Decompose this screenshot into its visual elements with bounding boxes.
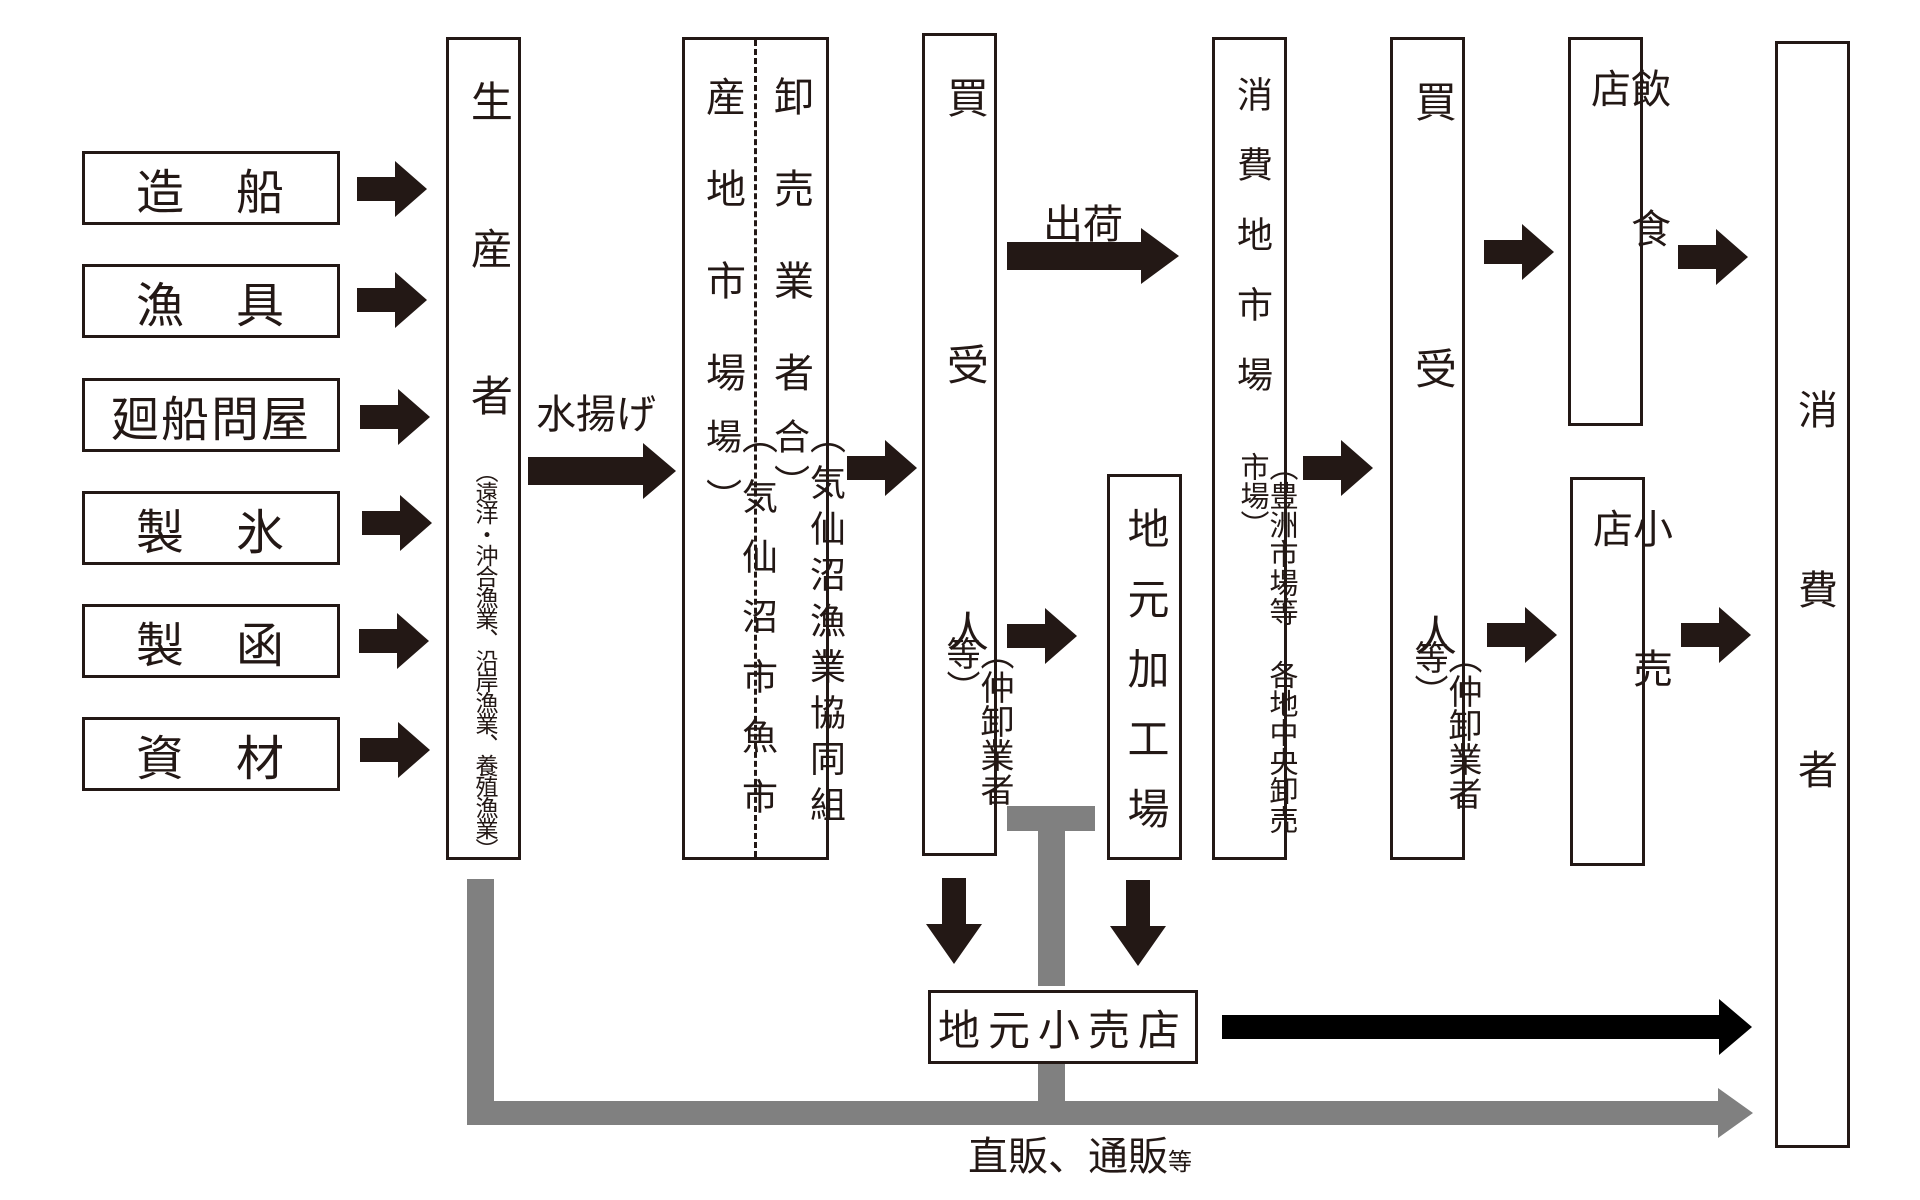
supplier-box-wholesaler: 廻船問屋 xyxy=(82,378,340,452)
processing-link-lower-bar xyxy=(1038,1064,1065,1104)
arrow-buyer-to-processing xyxy=(1007,608,1077,664)
landing-label: 水揚げ xyxy=(536,392,656,438)
arrow-shipping xyxy=(1007,228,1179,284)
supplier-char: 船 xyxy=(235,165,286,221)
local-processing-box: 地元加工場 xyxy=(1107,474,1182,860)
supplier-box-boxes: 製函 xyxy=(82,604,340,678)
supplier-char: 製 xyxy=(136,618,187,674)
supplier-char: 製 xyxy=(136,505,187,561)
buyer-1-title: 買 受 人 xyxy=(940,76,990,740)
buyer-1-note: （仲卸業者等） xyxy=(940,636,1014,806)
supplier-char: 漁 xyxy=(136,278,187,334)
restaurant-box: 飲食店 xyxy=(1568,37,1670,426)
arrow-buyer-to-retail xyxy=(1487,607,1557,663)
arrow-retail-to-consumer xyxy=(1681,607,1751,663)
consumer-box: 消費者 xyxy=(1775,41,1850,1148)
supplier-box-shipbuilding: 造船 xyxy=(82,151,340,225)
restaurant-title: 飲食店 xyxy=(1584,68,1670,348)
local-retail-box: 地元小売店 xyxy=(928,990,1198,1064)
supplier-box-fishing-gear: 漁具 xyxy=(82,264,340,338)
arrow-processing-down-to-local-retail xyxy=(1110,880,1166,966)
consumer-title: 消費者 xyxy=(1791,389,1837,929)
local-retail-title: 地元小売店 xyxy=(937,1005,1188,1055)
supplier-char: 具 xyxy=(235,278,286,334)
arrow-boxes-to-producer xyxy=(359,613,429,669)
buyer-box-2: 買 受 人 （仲卸業者等） xyxy=(1390,37,1482,860)
buyer-box-1: 買 受 人 （仲卸業者等） xyxy=(922,33,1014,856)
arrow-shipbuilding-to-producer xyxy=(357,161,427,217)
direct-sales-suffix: 等 xyxy=(1168,1148,1192,1176)
arrow-landing xyxy=(528,443,676,499)
arrow-consumer-market-to-buyer xyxy=(1303,440,1373,496)
supplier-char: 造 xyxy=(136,165,187,221)
shipping-label: 出荷 xyxy=(1043,202,1123,248)
supplier-char: 函 xyxy=(235,618,286,674)
arrow-ice-to-producer xyxy=(362,495,432,551)
buyer-2-note: （仲卸業者等） xyxy=(1408,640,1482,810)
producer-note: （遠洋・沖合漁業、沿岸漁業、養殖漁業） xyxy=(471,460,497,859)
retail-title: 小売店 xyxy=(1586,508,1672,788)
supplier-char: 材 xyxy=(235,731,286,787)
buyer-2-title: 買 受 人 xyxy=(1408,80,1458,744)
market-box: 産地市場 （気仙沼市魚市場） 卸売業者 （気仙沼漁業協同組合） xyxy=(682,37,845,860)
direct-sales-main: 直販、通販 xyxy=(968,1134,1168,1180)
market-divider xyxy=(754,40,757,857)
supplier-char: 氷 xyxy=(235,505,286,561)
consumer-market-title: 消費地市場 xyxy=(1231,76,1272,426)
market-right-title: 卸売業者 xyxy=(767,76,813,444)
producer-title: 生 産 者 xyxy=(464,80,514,444)
arrow-buyer-to-restaurant xyxy=(1484,224,1554,280)
producer-box: 生 産 者 （遠洋・沖合漁業、沿岸漁業、養殖漁業） xyxy=(446,37,521,860)
arrow-wholesaler-to-producer xyxy=(360,389,430,445)
market-left-note: （気仙沼市魚市場） xyxy=(700,418,777,838)
market-right-note: （気仙沼漁業協同組合） xyxy=(768,418,845,832)
local-processing-title: 地元加工場 xyxy=(1121,507,1170,857)
retail-box: 小売店 xyxy=(1570,477,1672,866)
market-left-title: 産地市場 xyxy=(699,76,745,444)
arrow-direct-sales xyxy=(467,1088,1753,1138)
arrow-buyer-down-to-local-retail xyxy=(926,878,982,964)
consumer-market-box: 消費地市場 （豊洲市場等 各地中央卸売市場） xyxy=(1212,37,1299,860)
supplier-label: 廻船問屋 xyxy=(110,392,311,448)
arrow-restaurant-to-consumer xyxy=(1678,229,1748,285)
arrow-fishing-gear-to-producer xyxy=(357,272,427,328)
consumer-market-note: （豊洲市場等 各地中央卸売市場） xyxy=(1236,452,1299,834)
supplier-box-materials: 資材 xyxy=(82,717,340,791)
arrow-materials-to-producer xyxy=(360,722,430,778)
supplier-box-ice: 製氷 xyxy=(82,491,340,565)
direct-sales-vertical-bar xyxy=(467,879,494,1124)
direct-sales-label: 直販、通販等 xyxy=(968,1124,1192,1182)
supplier-char: 資 xyxy=(136,731,187,787)
arrow-local-retail-to-consumer xyxy=(1222,999,1752,1055)
processing-link-vertical-bar xyxy=(1038,806,1065,986)
arrow-market-to-buyer xyxy=(847,440,917,496)
